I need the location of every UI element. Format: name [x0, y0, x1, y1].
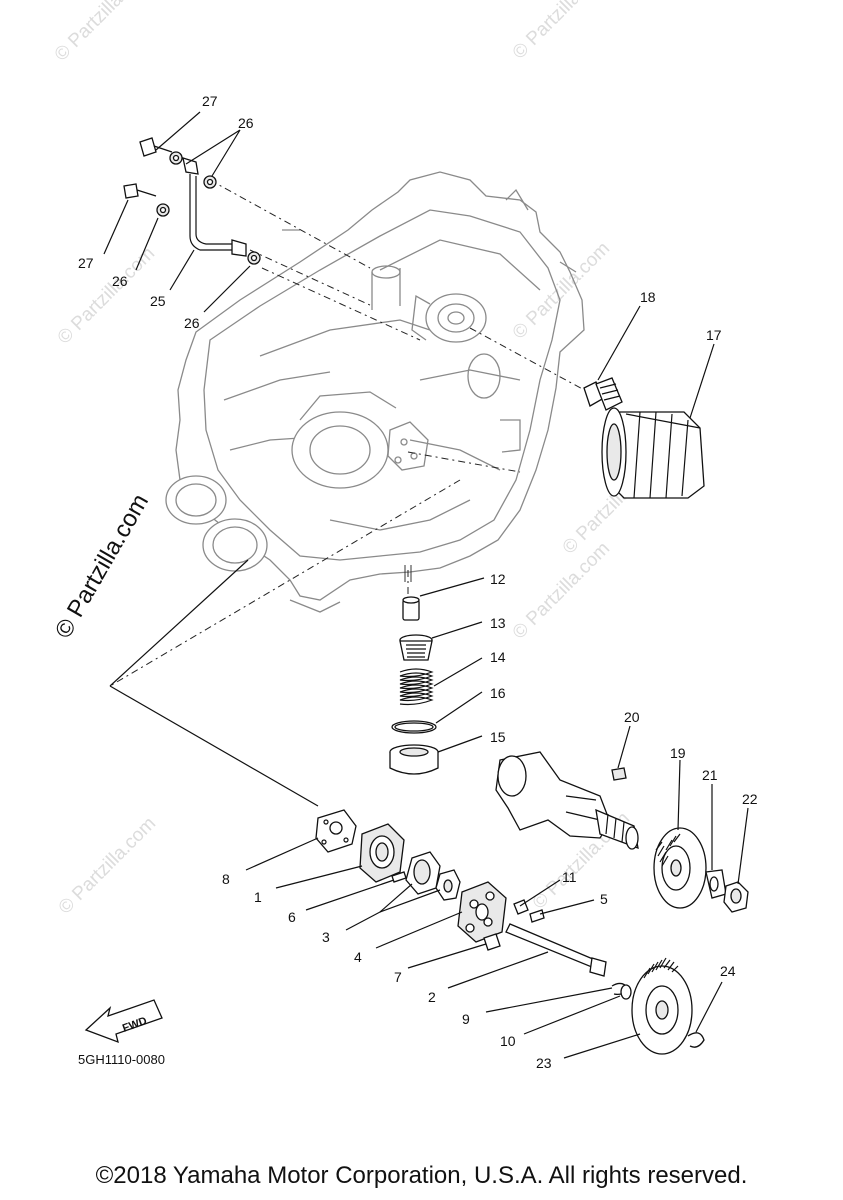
callout-9: 9	[462, 1011, 470, 1027]
copyright-notice: ©2018 Yamaha Motor Corporation, U.S.A. A…	[95, 1162, 748, 1189]
callout-17: 17	[706, 327, 722, 343]
drive-gear	[653, 827, 707, 909]
gear-nut	[723, 881, 749, 913]
callout-labels: 27 26 27 26 25 26 18 17 12 13 14 16 15 2…	[78, 93, 758, 1071]
callout-22: 22	[742, 791, 758, 807]
pump-shaft	[505, 923, 607, 977]
callout-16: 16	[490, 685, 506, 701]
drain-plug	[389, 744, 439, 775]
callout-10: 10	[500, 1033, 516, 1049]
assembly-centerlines	[109, 179, 589, 687]
watermark: © Partzilla.com	[509, 538, 614, 643]
outer-rotor	[405, 851, 441, 895]
pump-gasket	[315, 809, 357, 853]
crankcase-cover	[165, 171, 585, 613]
callout-19: 19	[670, 745, 686, 761]
forward-direction-arrow: FWD	[84, 999, 163, 1044]
lock-washer	[705, 869, 727, 899]
pump-cover	[359, 823, 405, 883]
diagram-code: 5GH1110-0080	[78, 1052, 165, 1067]
watermark: © Partzilla.com	[51, 0, 156, 66]
callout-26: 26	[112, 273, 128, 289]
callout-6: 6	[288, 909, 296, 925]
pin	[529, 909, 545, 923]
callout-15: 15	[490, 729, 506, 745]
woodruff-key	[611, 767, 627, 781]
union-bolt-upper	[139, 137, 173, 157]
callout-3: 3	[322, 929, 330, 945]
pump-housing	[457, 881, 507, 943]
leader-lines	[103, 111, 749, 1059]
callout-20: 20	[624, 709, 640, 725]
callout-4: 4	[354, 949, 362, 965]
callout-27: 27	[78, 255, 94, 271]
union-bolt-lower	[123, 183, 157, 199]
callout-21: 21	[702, 767, 718, 783]
callout-2: 2	[428, 989, 436, 1005]
callout-18: 18	[640, 289, 656, 305]
pan-head-screw	[483, 933, 501, 951]
callout-24: 24	[720, 963, 736, 979]
circlip	[687, 1032, 705, 1048]
callout-27: 27	[202, 93, 218, 109]
compression-spring	[399, 668, 434, 706]
watermark: © Partzilla.com	[509, 0, 614, 64]
callout-1: 1	[254, 889, 262, 905]
partzilla-watermark: © Partzilla.com	[50, 489, 154, 643]
reference-lines	[109, 559, 319, 807]
plain-washer	[620, 984, 632, 1000]
driven-gear	[631, 957, 693, 1055]
oil-strainer-fitting	[402, 596, 420, 621]
callout-26: 26	[184, 315, 200, 331]
oil-filter	[601, 407, 705, 499]
crankshaft-end	[495, 751, 639, 850]
watermark: © Partzilla.com	[54, 243, 159, 348]
watermark: © Partzilla.com	[55, 813, 160, 918]
callout-7: 7	[394, 969, 402, 985]
callout-13: 13	[490, 615, 506, 631]
oil-strainer	[399, 634, 433, 661]
callout-8: 8	[222, 871, 230, 887]
callout-23: 23	[536, 1055, 552, 1071]
callout-14: 14	[490, 649, 506, 665]
callout-11: 11	[562, 869, 577, 885]
callout-12: 12	[490, 571, 506, 587]
callout-26: 26	[238, 115, 254, 131]
inner-rotor	[435, 869, 461, 901]
union-bolt-filter	[583, 377, 623, 411]
callout-25: 25	[150, 293, 166, 309]
callout-5: 5	[600, 891, 608, 907]
